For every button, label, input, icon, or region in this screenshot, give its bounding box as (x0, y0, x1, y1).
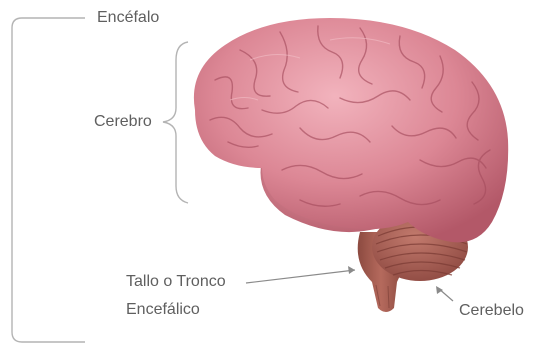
label-tallo-line1: Tallo o Tronco (126, 273, 226, 291)
label-cerebro: Cerebro (94, 113, 152, 131)
label-cerebelo: Cerebelo (459, 302, 524, 320)
encefalo-bracket (12, 18, 85, 342)
label-encefalo: Encéfalo (97, 9, 159, 27)
cerebrum-shape (194, 18, 508, 242)
label-tallo-line2: Encefálico (126, 301, 200, 319)
tallo-leader-line (246, 270, 355, 283)
cerebro-brace (163, 42, 188, 203)
